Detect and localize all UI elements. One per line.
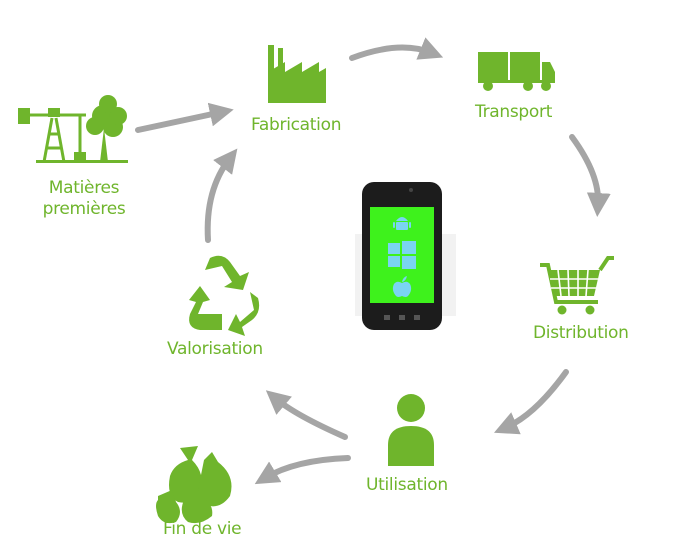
apple-icon [392,276,412,297]
arrow-valorisation-to-fabrication [204,148,238,243]
arrow-raw-to-fabrication [135,102,234,133]
factory-icon [268,45,326,103]
recycle-icon [189,255,260,336]
truck-icon [478,52,555,91]
stage-label-distribution: Distribution [533,323,629,343]
oil-pump-and-tree-icon [18,95,128,163]
person-icon [388,394,434,466]
arrow-utilisation-to-end-of-life [254,455,351,485]
stage-label-manufacturing: Fabrication [251,115,342,135]
arrow-distribution-to-utilisation [493,369,569,435]
stage-label-recovery: Valorisation [167,339,263,359]
android-icon [393,217,411,230]
stage-label-end-of-life: Fin de vie [163,519,242,539]
stage-label-usage: Utilisation [366,475,448,495]
smartphone-icon [355,182,456,330]
arrow-transport-to-distribution [569,134,611,217]
stage-label-transport: Transport [475,102,553,122]
arrow-fabrication-to-transport [349,37,444,61]
garbage-bags-icon [156,446,232,524]
stage-label-raw-materials: Matières premières [42,178,126,219]
shopping-cart-icon [540,256,614,315]
windows-icon [388,241,416,269]
arrow-utilisation-to-valorisation [265,390,348,440]
